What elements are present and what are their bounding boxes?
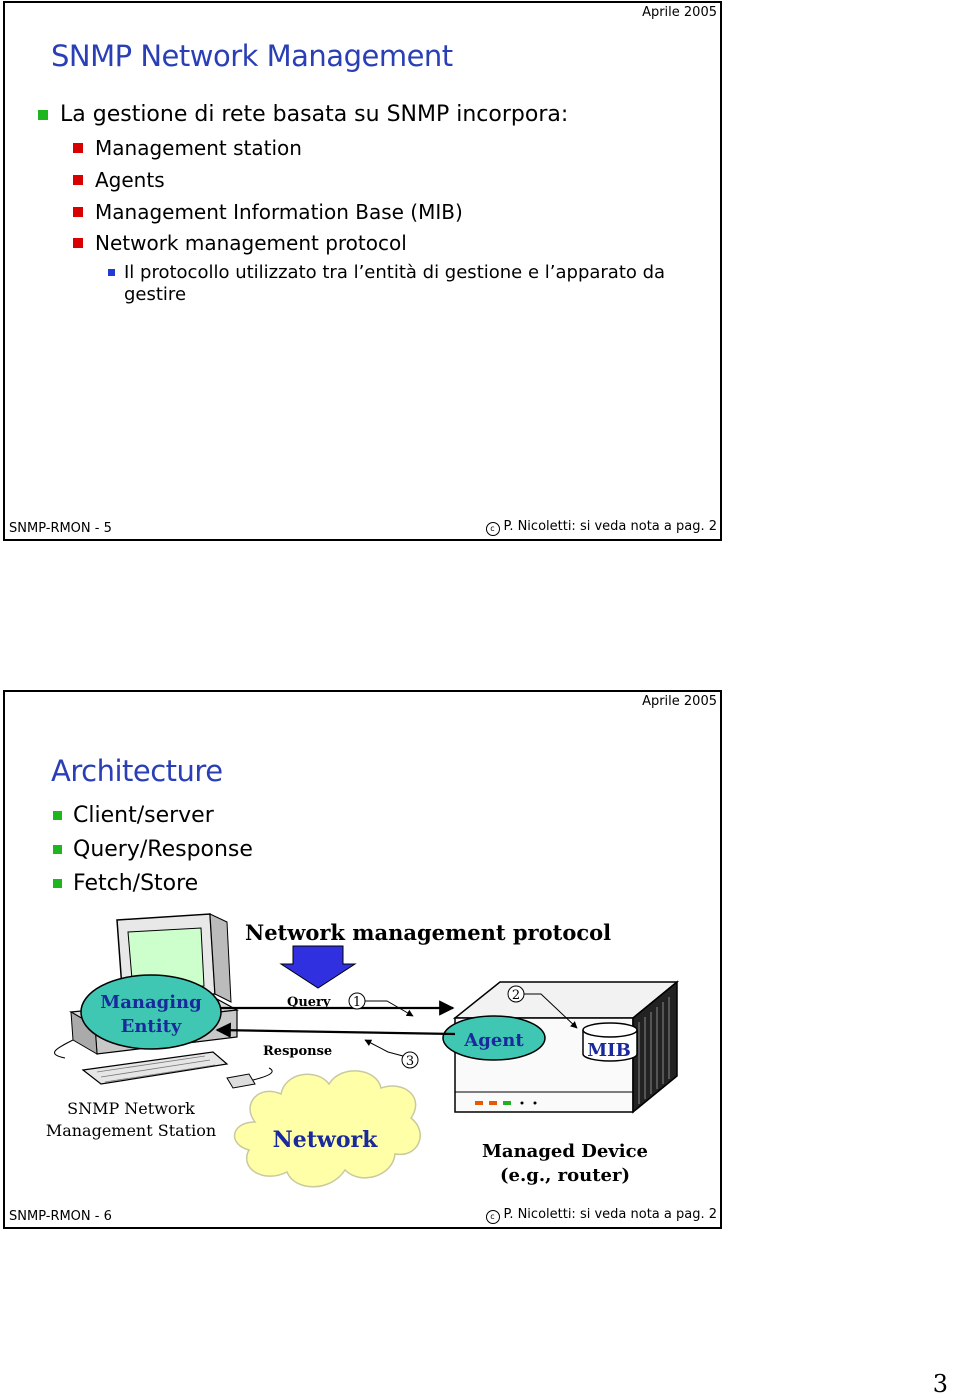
station-label-2: Management Station xyxy=(46,1121,216,1140)
step-2-pointer xyxy=(524,993,578,1029)
footer-credit-text: P. Nicoletti: si veda nota a pag. 2 xyxy=(503,1207,718,1222)
bullet-text: Il protocollo utilizzato tra l’entità di… xyxy=(124,262,666,283)
managing-entity-label-2: Entity xyxy=(121,1016,182,1037)
bullet-text: Agents xyxy=(95,168,165,192)
slide-title: Architecture xyxy=(51,754,223,788)
device-label-1: Managed Device xyxy=(482,1141,648,1162)
bullet-square-icon xyxy=(73,175,83,185)
sub-bullet-continuation: gestire xyxy=(124,284,187,305)
slide-footer-number: SNMP-RMON - 6 xyxy=(9,1209,112,1224)
agent-node xyxy=(442,1015,546,1061)
down-arrow-icon xyxy=(279,945,357,989)
bullet-item: Client/server xyxy=(53,803,214,828)
protocol-label: Network management protocol xyxy=(245,920,611,945)
response-label: Response xyxy=(263,1044,332,1059)
bullet-square-icon xyxy=(73,207,83,217)
bullet-item: La gestione di rete basata su SNMP incor… xyxy=(38,102,568,127)
footer-credit-text: P. Nicoletti: si veda nota a pag. 2 xyxy=(503,519,718,534)
slide-date: Aprile 2005 xyxy=(642,5,717,20)
bullet-square-icon xyxy=(73,143,83,153)
step-3-pointer xyxy=(364,1039,404,1057)
bullet-item: Network management protocol xyxy=(73,231,407,255)
bullet-item: Management Information Base (MIB) xyxy=(73,200,463,224)
sub-bullet-item: Il protocollo utilizzato tra l’entità di… xyxy=(108,262,665,283)
slide-title: SNMP Network Management xyxy=(51,39,453,73)
bullet-square-icon xyxy=(53,811,62,820)
bullet-item: Management station xyxy=(73,136,302,160)
bullet-square-icon xyxy=(73,238,83,248)
bullet-text: Management Information Base (MIB) xyxy=(95,200,463,224)
architecture-diagram: Network management protocol Managing Ent… xyxy=(46,913,680,1188)
slide-date: Aprile 2005 xyxy=(642,694,717,709)
bullet-square-icon xyxy=(38,109,48,120)
bullet-square-icon xyxy=(108,269,115,276)
managing-entity-node xyxy=(80,974,222,1050)
bullet-item: Fetch/Store xyxy=(53,871,198,896)
bullet-text: Management station xyxy=(95,136,302,160)
slide-architecture: Aprile 2005 Architecture Client/server Q… xyxy=(3,690,722,1229)
network-cloud-icon xyxy=(233,1070,421,1188)
bullet-text: Client/server xyxy=(73,803,214,828)
slide-snmp-network-management: Aprile 2005 SNMP Network Management La g… xyxy=(3,1,722,541)
managing-entity-label-1: Managing xyxy=(100,992,202,1013)
station-label-1: SNMP Network xyxy=(67,1099,195,1118)
bullet-square-icon xyxy=(53,845,62,854)
step-1-label: 1 xyxy=(353,995,361,1010)
bullet-text: La gestione di rete basata su SNMP incor… xyxy=(60,102,569,127)
agent-label: Agent xyxy=(463,1030,524,1051)
slide-footer-number: SNMP-RMON - 5 xyxy=(9,521,112,536)
bullet-text: Query/Response xyxy=(73,837,253,862)
device-label-2: (e.g., router) xyxy=(500,1165,630,1186)
step-3-label: 3 xyxy=(406,1054,414,1069)
bullet-item: Agents xyxy=(73,168,165,192)
response-arrow xyxy=(215,1022,456,1038)
mib-label: MIB xyxy=(587,1040,631,1061)
step-1-pointer xyxy=(365,1000,414,1017)
bullet-text: Network management protocol xyxy=(95,231,407,255)
step-3-marker xyxy=(401,1051,419,1069)
bullet-item: Query/Response xyxy=(53,837,253,862)
network-label: Network xyxy=(273,1127,378,1153)
step-2-label: 2 xyxy=(512,988,520,1003)
copyright-icon: c xyxy=(485,522,500,536)
bullet-text: Fetch/Store xyxy=(73,871,199,896)
bullet-square-icon xyxy=(53,879,62,888)
copyright-icon: c xyxy=(485,1210,500,1224)
page-number: 3 xyxy=(932,1370,948,1398)
mib-database-icon xyxy=(582,1022,638,1062)
query-label: Query xyxy=(287,995,331,1010)
